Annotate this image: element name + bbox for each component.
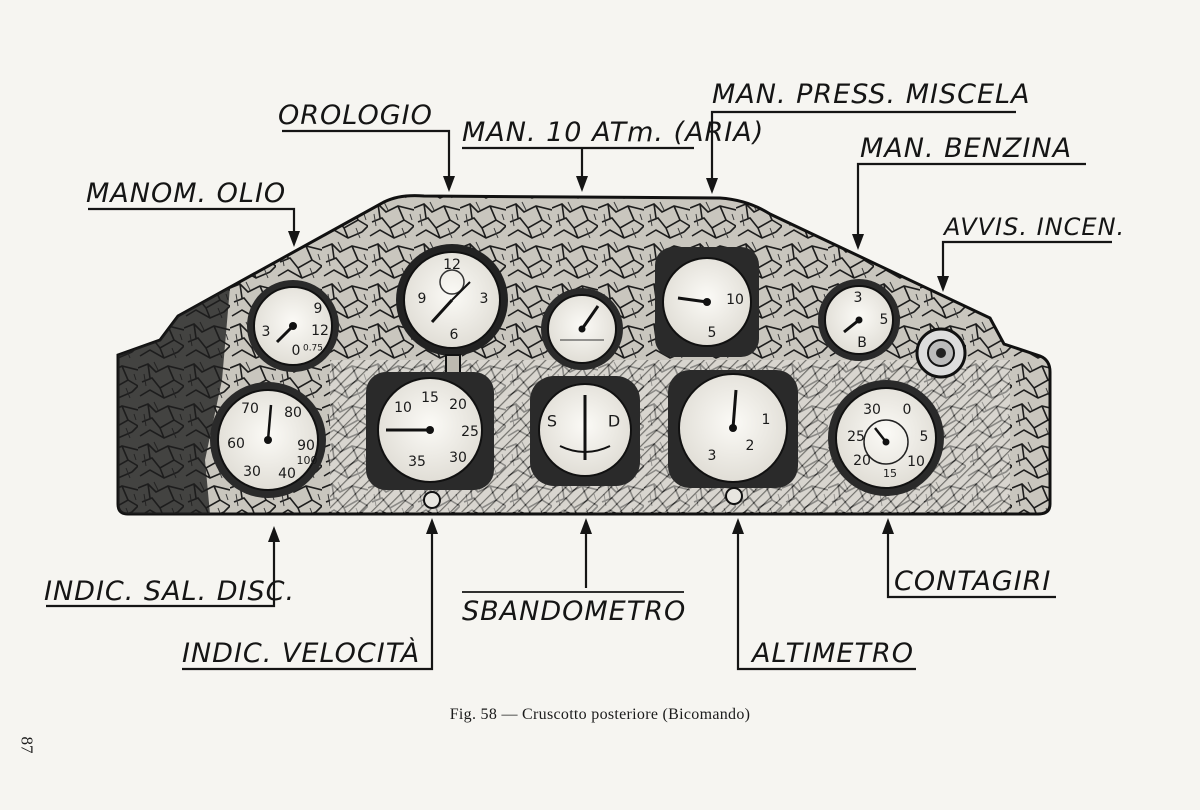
gauge-tick-label: 9 [418, 291, 427, 307]
figure-caption: Fig. 58 — Cruscotto posteriore (Bicomand… [449, 706, 751, 723]
airspeed-indicator-gauge: 10 15 20 25 30 35 [366, 372, 494, 509]
gauge-tick-label: 80 [284, 405, 302, 421]
gauge-tick-label: 6 [450, 327, 459, 343]
gauge-tick-label: 5 [708, 325, 717, 341]
gauge-tick-label: D [608, 412, 620, 431]
label-man-benzina: MAN. BENZINA [860, 133, 1072, 164]
gauge-tick-label: 40 [278, 466, 296, 482]
gauge-tick-label: 12 [311, 323, 329, 339]
page-number: 87 [17, 736, 37, 754]
gauge-tick-label: 3 [854, 290, 863, 306]
gauge-tick-label: 0.75 [303, 344, 323, 354]
bank-indicator-gauge: S D [530, 376, 640, 486]
gauge-tick-label: 10 [726, 292, 744, 308]
gauge-tick-label: 3 [708, 448, 717, 464]
gauge-tick-label: 0 [292, 343, 301, 359]
fire-warning-indicator [915, 327, 967, 379]
gauge-tick-label: 0 [903, 402, 912, 418]
gauge-tick-label: 3 [262, 324, 271, 340]
gauge-tick-label: 30 [449, 450, 467, 466]
gauge-tick-label: 5 [920, 429, 929, 445]
altimeter-gauge: 1 2 3 [668, 370, 798, 505]
label-man-press-miscela: MAN. PRESS. MISCELA [712, 79, 1031, 110]
gauge-tick-label: 25 [461, 424, 479, 440]
label-orologio: OROLOGIO [278, 100, 433, 131]
gauge-tick-label: 20 [449, 397, 467, 413]
panel-shadow-left [118, 287, 230, 514]
label-avvis-incen: AVVIS. INCEN. [942, 213, 1125, 241]
tachometer-gauge: 30 0 25 5 20 10 15 [828, 380, 944, 496]
gauge-tick-label: 5 [880, 312, 889, 328]
label-contagiri: CONTAGIRI [894, 566, 1051, 597]
gauge-tick-label: 60 [227, 436, 245, 452]
label-manom-olio: MANOM. OLIO [86, 178, 286, 209]
label-indic-velocita: INDIC. VELOCITÀ [182, 637, 420, 669]
label-altimetro: ALTIMETRO [750, 638, 914, 669]
gauge-tick-label: 30 [863, 402, 881, 418]
gauge-tick-label: 100 [297, 454, 318, 467]
gauge-tick-label: 10 [907, 454, 925, 470]
gauge-tick-label: 30 [243, 464, 261, 480]
label-man-aria: MAN. 10 ATm. (ARIA) [462, 117, 764, 148]
gauge-tick-label: 20 [853, 453, 871, 469]
label-sbandometro: SBANDOMETRO [462, 596, 686, 627]
oil-pressure-gauge: 9 3 12 0 0.75 [247, 280, 339, 372]
gauge-tick-label: 70 [241, 401, 259, 417]
gauge-tick-label: 3 [480, 291, 489, 307]
clock-gauge: 12 9 3 6 [396, 244, 508, 382]
gauge-tick-label: 9 [314, 301, 323, 317]
gauge-tick-label: 15 [421, 390, 439, 406]
gauge-tick-label: 10 [394, 400, 412, 416]
gauge-tick-label: B [857, 335, 867, 351]
label-indic-sal-disc: INDIC. SAL. DISC. [44, 576, 295, 607]
fuel-pressure-gauge: 3 5 B [818, 279, 900, 361]
gauge-tick-label: 90 [297, 438, 315, 454]
leader-lines [46, 110, 1112, 671]
gauge-tick-label: 1 [762, 412, 771, 428]
gauge-tick-label: 2 [746, 438, 755, 454]
gauge-tick-label: 15 [883, 467, 897, 480]
climb-indicator-gauge: 70 80 60 90 30 40 100 [210, 382, 326, 498]
air-pressure-gauge [541, 288, 623, 370]
mixture-pressure-gauge: 10 5 [655, 247, 759, 357]
gauge-tick-label: S [547, 412, 557, 431]
gauge-tick-label: 35 [408, 454, 426, 470]
gauge-tick-label: 12 [443, 257, 461, 273]
gauge-tick-label: 25 [847, 429, 865, 445]
